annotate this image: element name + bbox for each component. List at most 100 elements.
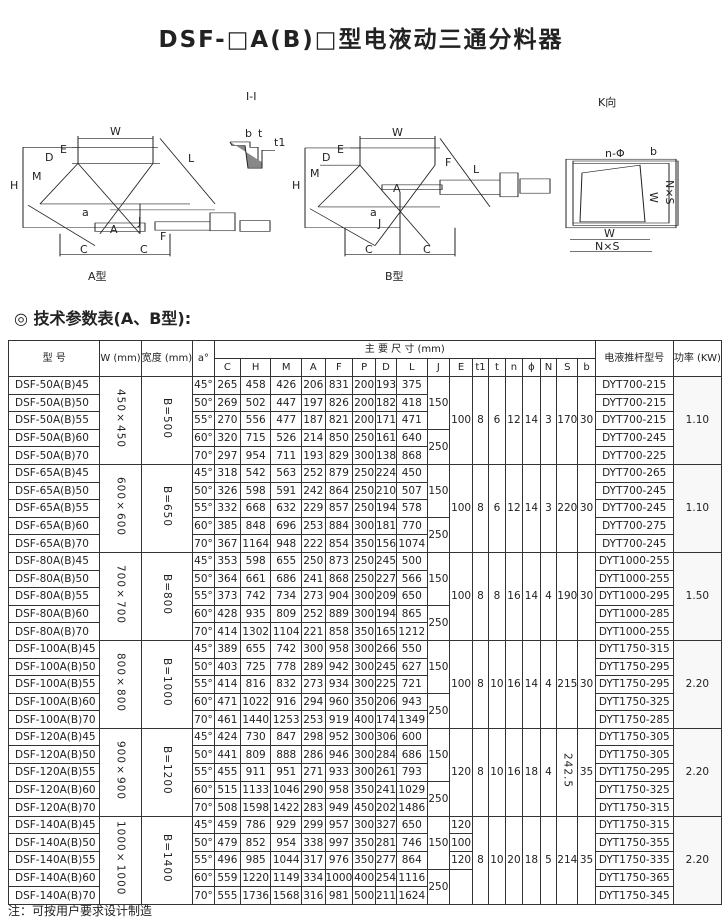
t1-cell: 8 <box>471 639 490 729</box>
dim-cell: 852 <box>239 833 272 853</box>
n-cell: 12 <box>504 376 524 465</box>
dim-cell: 868 <box>396 446 428 465</box>
phi-cell: 18 <box>522 815 541 905</box>
dim-label: H <box>10 179 18 192</box>
dim-label: t1 <box>274 136 285 149</box>
dim-cell: 241 <box>300 569 326 589</box>
dim-cell: 414 <box>213 675 241 694</box>
actuator-cell: DYT700-245 <box>594 481 674 501</box>
header-main-dims: 主 要 尺 寸 (mm) <box>213 340 596 359</box>
dim-cell: 450 <box>396 463 428 483</box>
dim-cell: 686 <box>396 745 428 765</box>
model-cell: DSF-80A(B)50 <box>7 569 101 589</box>
dim-cell: 1000 <box>324 868 354 888</box>
angle-cell: 70° <box>192 534 215 553</box>
actuator-cell: DYT1750-345 <box>594 886 674 905</box>
dim-cell: 715 <box>239 428 272 448</box>
model-cell: DSF-50A(B)55 <box>7 411 101 430</box>
model-cell: DSF-100A(B)45 <box>7 639 101 659</box>
dim-cell: 306 <box>374 727 398 747</box>
angle-cell: 60° <box>192 604 215 624</box>
cell-text: B=500 <box>160 397 173 439</box>
width-cell: B=500 <box>140 376 194 465</box>
dim-cell: 221 <box>300 622 326 641</box>
dim-label: W <box>392 126 403 139</box>
actuator-cell: DYT1000-255 <box>594 569 674 589</box>
dim-cell: 854 <box>324 534 354 553</box>
j-cell: 250 <box>426 604 451 641</box>
dim-cell: 206 <box>300 376 326 395</box>
dim-cell: 252 <box>300 604 326 624</box>
dim-cell: 426 <box>270 376 302 395</box>
dim-label: J <box>137 215 141 228</box>
dim-label: F <box>160 230 166 243</box>
dim-cell: 477 <box>270 411 302 430</box>
dim-cell: 668 <box>239 499 272 518</box>
j-cell: 150 <box>426 727 451 782</box>
dim-cell: 864 <box>396 851 428 870</box>
dim-cell: 350 <box>352 851 376 870</box>
dim-cell: 725 <box>239 657 272 677</box>
dim-cell: 600 <box>396 727 428 747</box>
dim-cell: 889 <box>324 604 354 624</box>
angle-cell: 70° <box>192 886 215 905</box>
dim-cell: 253 <box>300 516 326 536</box>
dim-cell: 954 <box>270 833 302 853</box>
angle-cell: 50° <box>192 833 215 853</box>
actuator-cell: DYT700-265 <box>594 463 674 483</box>
actuator-cell: DYT1750-295 <box>594 763 674 782</box>
section-drawing <box>229 141 275 169</box>
dim-cell: 250 <box>352 569 376 589</box>
dim-cell: 943 <box>396 692 428 712</box>
dim-cell: 265 <box>213 376 241 395</box>
dim-cell: 227 <box>374 569 398 589</box>
angle-cell: 60° <box>192 516 215 536</box>
angle-cell: 45° <box>192 376 215 395</box>
angle-cell: 45° <box>192 639 215 659</box>
dim-label: D <box>322 151 330 164</box>
b-cell: 35 <box>577 727 596 817</box>
dim-cell: 250 <box>352 499 376 518</box>
actuator-cell: DYT1750-305 <box>594 727 674 747</box>
dim-cell: 385 <box>213 516 241 536</box>
dim-cell: 850 <box>324 428 354 448</box>
dim-cell: 458 <box>239 376 272 395</box>
w-cell: 800×800 <box>99 639 142 729</box>
dim-cell: 550 <box>396 639 428 659</box>
angle-cell: 45° <box>192 727 215 747</box>
dim-cell: 563 <box>270 463 302 483</box>
angle-cell: 55° <box>192 675 215 694</box>
t1-cell: 8 <box>471 727 490 817</box>
model-cell: DSF-65A(B)45 <box>7 463 101 483</box>
j-cell: 150 <box>426 463 451 518</box>
dim-cell: 250 <box>352 481 376 501</box>
width-cell: B=1400 <box>140 815 194 905</box>
b-type-drawing <box>304 135 551 257</box>
dim-cell: 389 <box>213 639 241 659</box>
dim-label: C <box>423 243 431 256</box>
dim-cell: 367 <box>213 534 241 553</box>
angle-cell: 45° <box>192 815 215 835</box>
angle-cell: 60° <box>192 868 215 888</box>
dim-cell: 373 <box>213 587 241 606</box>
dim-cell: 942 <box>324 657 354 677</box>
dim-label: C <box>365 243 373 256</box>
dim-cell: 300 <box>300 639 326 659</box>
angle-cell: 55° <box>192 411 215 430</box>
dim-cell: 471 <box>213 692 241 712</box>
header-dim: t1 <box>471 358 490 377</box>
dim-cell: 997 <box>324 833 354 853</box>
dim-cell: 250 <box>352 428 376 448</box>
dim-cell: 742 <box>270 639 302 659</box>
N-cell: 4 <box>539 727 558 817</box>
dim-cell: 816 <box>239 675 272 694</box>
e-cell: 120 <box>449 815 473 835</box>
dim-cell: 809 <box>270 604 302 624</box>
dim-cell: 350 <box>352 780 376 800</box>
dim-cell: 364 <box>213 569 241 589</box>
angle-cell: 70° <box>192 798 215 817</box>
